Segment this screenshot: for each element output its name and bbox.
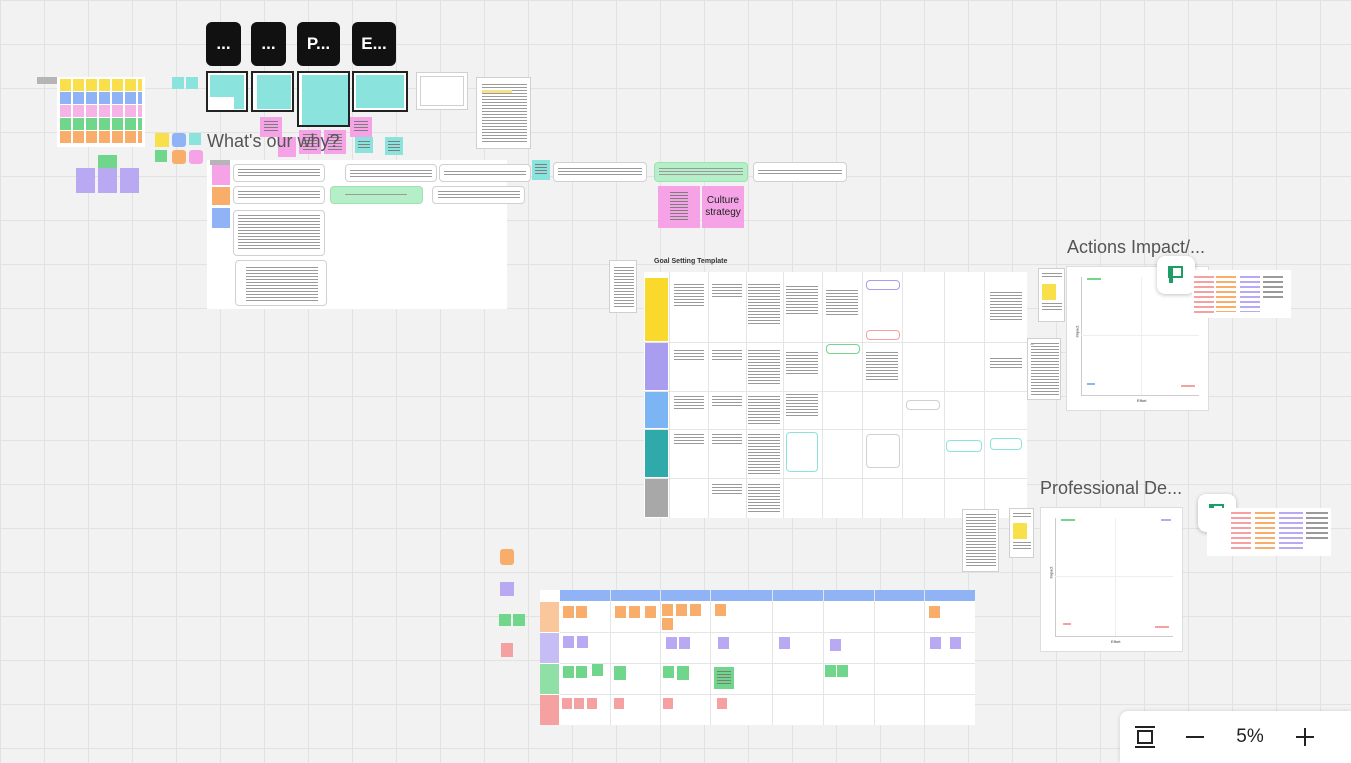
- why-card[interactable]: [345, 164, 437, 182]
- sticky-note[interactable]: [155, 133, 169, 147]
- sticky-note[interactable]: [500, 582, 514, 596]
- culture-strategy-sticky[interactable]: Culture strategy: [702, 186, 744, 228]
- actions-table[interactable]: [1192, 270, 1291, 318]
- sticky-note[interactable]: [155, 150, 167, 162]
- why-frame[interactable]: [207, 160, 507, 309]
- empty-frame[interactable]: [416, 72, 468, 110]
- sticky-note[interactable]: [658, 186, 700, 228]
- frame-thumbnail-4[interactable]: [352, 71, 408, 112]
- why-card[interactable]: [439, 164, 531, 182]
- sticky-note[interactable]: [385, 137, 403, 155]
- kanban-table[interactable]: [540, 590, 975, 725]
- sticky-note[interactable]: [299, 130, 321, 154]
- prof-x-label: Effort: [1111, 639, 1121, 644]
- frame-title-why[interactable]: What's our why?: [207, 131, 340, 151]
- sticky-note[interactable]: [501, 643, 513, 657]
- side-note[interactable]: —: [1027, 338, 1061, 400]
- sticky-note[interactable]: [260, 117, 282, 137]
- fit-to-screen-icon[interactable]: [1120, 717, 1170, 757]
- side-note[interactable]: [1038, 268, 1065, 322]
- sticky-note[interactable]: [172, 150, 186, 164]
- why-card-highlight[interactable]: [330, 186, 423, 204]
- zoom-in-icon[interactable]: [1280, 717, 1330, 757]
- frame-title-prof[interactable]: Professional De...: [1040, 478, 1183, 498]
- frame-thumbnail-2[interactable]: [251, 71, 294, 112]
- label-bar: [37, 77, 57, 84]
- frame-thumbnail-1[interactable]: [206, 71, 248, 112]
- actions-y-label: Impact: [1074, 325, 1080, 338]
- professional-dev-frame[interactable]: Effort Impact: [1040, 507, 1183, 652]
- side-note[interactable]: [1009, 508, 1034, 558]
- why-card[interactable]: [553, 162, 647, 182]
- sticky-note[interactable]: [355, 137, 373, 153]
- sticky-note-group[interactable]: [76, 168, 139, 193]
- sticky-note[interactable]: [532, 160, 550, 180]
- actions-x-label: Effort: [1137, 398, 1147, 403]
- sticky-note[interactable]: [278, 137, 296, 157]
- sticky-note[interactable]: [324, 130, 346, 154]
- side-note[interactable]: [962, 509, 999, 572]
- goal-template-title: Goal Setting Template: [654, 258, 728, 265]
- sticky-note[interactable]: [172, 133, 186, 147]
- sticky-note[interactable]: [98, 155, 117, 168]
- sticky-note[interactable]: [350, 117, 372, 137]
- sticky-grid[interactable]: [57, 77, 145, 147]
- frame-tile-1[interactable]: ...: [206, 22, 241, 66]
- document-preview[interactable]: [476, 77, 531, 149]
- why-card[interactable]: [432, 186, 525, 204]
- board-widget-icon[interactable]: [1157, 256, 1195, 294]
- sticky-note[interactable]: [189, 150, 203, 164]
- side-note[interactable]: [609, 260, 637, 313]
- sticky-note[interactable]: [513, 614, 525, 626]
- zoom-level[interactable]: 5%: [1236, 726, 1264, 747]
- sticky-note[interactable]: [189, 133, 201, 145]
- zoom-toolbar: 5%: [1120, 711, 1351, 763]
- goal-template-frame[interactable]: [644, 272, 1027, 518]
- prof-y-label: Impact: [1048, 566, 1054, 579]
- zoom-out-icon[interactable]: [1170, 717, 1220, 757]
- sticky-note[interactable]: [172, 77, 184, 89]
- frame-tile-3[interactable]: P...: [297, 22, 340, 66]
- prof-table[interactable]: [1207, 508, 1331, 556]
- frame-thumbnail-3[interactable]: [297, 71, 350, 127]
- sticky-note[interactable]: [186, 77, 198, 89]
- frame-tile-4[interactable]: E...: [352, 22, 396, 66]
- sticky-note[interactable]: [499, 614, 511, 626]
- frame-tile-2[interactable]: ...: [251, 22, 286, 66]
- frame-title-actions[interactable]: Actions Impact/...: [1067, 237, 1206, 257]
- why-card[interactable]: [753, 162, 847, 182]
- sticky-note[interactable]: [500, 549, 514, 565]
- why-card-highlight[interactable]: [654, 162, 748, 182]
